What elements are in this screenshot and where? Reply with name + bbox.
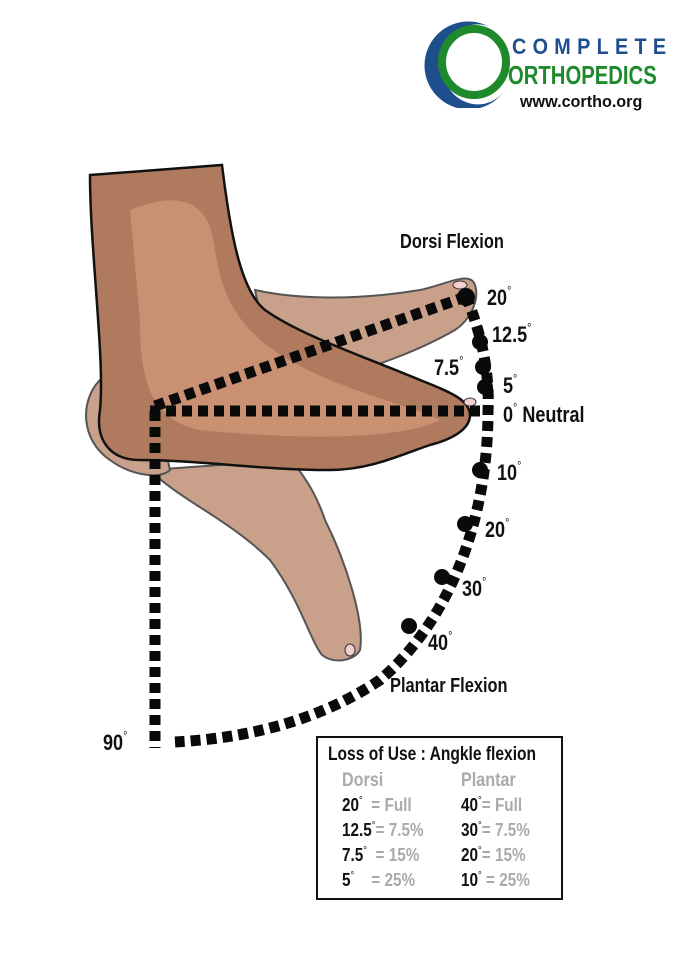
logo-orthopedics: ORTHOPEDICS: [508, 60, 657, 90]
mark-plantar-30: 30°: [462, 574, 487, 601]
mark-plantar-20: 20°: [485, 515, 510, 542]
dorsi-row: 20° = Full: [342, 795, 412, 815]
logo-url: www.cortho.org: [520, 92, 643, 111]
loss-of-use-table: Loss of Use : Angkle flexion Dorsi Plant…: [316, 736, 563, 900]
mark-plantar-10: 10°: [497, 458, 522, 485]
plantar-row: 30°= 7.5%: [461, 820, 530, 840]
dorsi-flexion-title: Dorsi Flexion: [400, 231, 504, 253]
dorsi-header: Dorsi: [342, 770, 384, 791]
mark-neutral: 0° Neutral: [503, 400, 585, 427]
logo-complete: COMPLETE: [512, 34, 673, 59]
mark-plantar-40: 40°: [428, 628, 453, 655]
dorsi-row: 5° = 25%: [342, 870, 416, 890]
dorsi-line: [153, 290, 470, 412]
dorsi-row: 12.5°= 7.5%: [342, 820, 424, 840]
plantar-row: 20°= 15%: [461, 845, 526, 865]
mark-dorsi-5: 5°: [503, 371, 518, 398]
logo-ring-icon: [424, 21, 510, 108]
flexion-arc: [174, 293, 494, 748]
plantar-row: 40°= Full: [461, 795, 523, 815]
table-title: Loss of Use : Angkle flexion: [328, 744, 537, 765]
mark-dorsi-20: 20°: [487, 283, 512, 310]
mark-dorsi-12-5: 12.5°: [492, 320, 532, 347]
mark-dorsi-7-5: 7.5°: [434, 353, 464, 380]
dorsi-row: 7.5° = 15%: [342, 845, 420, 865]
plantar-header: Plantar: [461, 770, 516, 791]
mark-90: 90°: [103, 728, 128, 755]
plantar-foot: [147, 458, 362, 662]
plantar-flexion-title: Plantar Flexion: [390, 675, 508, 697]
plantar-row: 10° = 25%: [461, 870, 530, 890]
